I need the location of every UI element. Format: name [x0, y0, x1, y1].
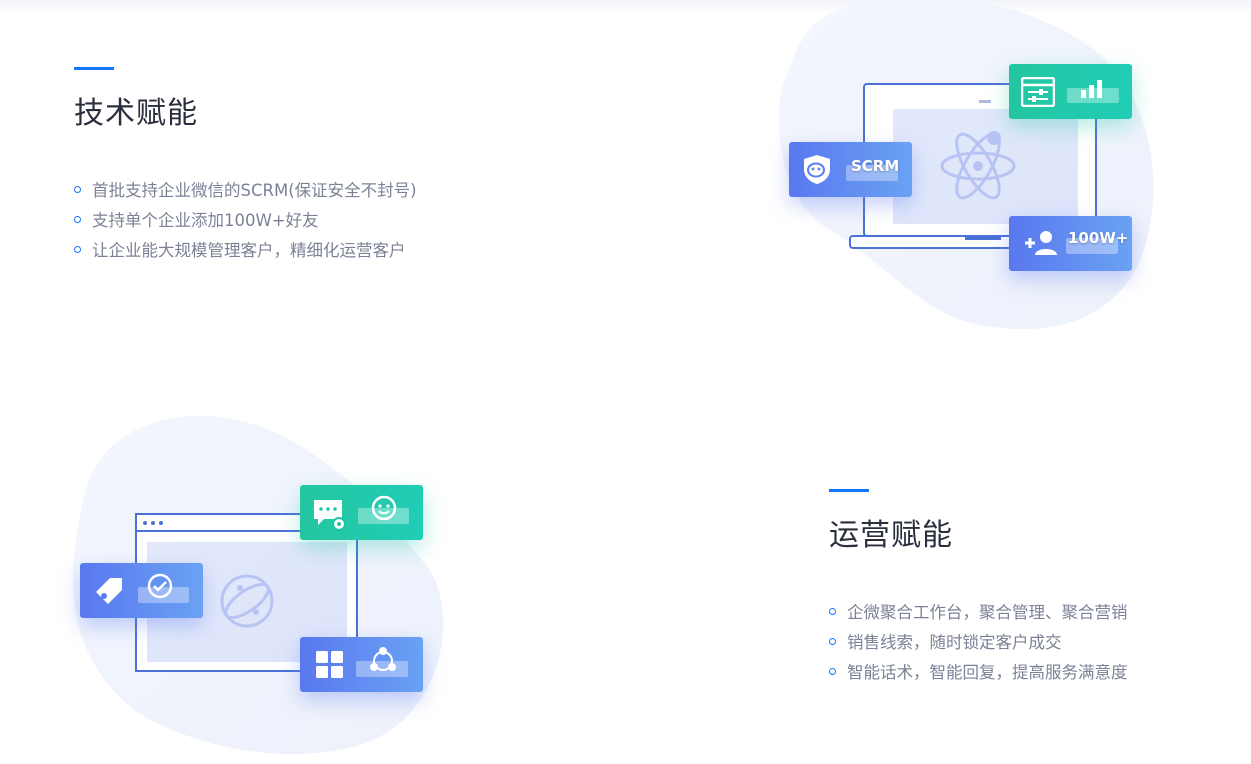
bullet-icon — [829, 607, 836, 615]
list-item: 首批支持企业微信的SCRM(保证安全不封号) — [74, 174, 417, 204]
add-user-icon — [1025, 231, 1057, 255]
list-item: 销售线索，随时锁定客户成交 — [829, 626, 1128, 656]
title-accent-bar — [74, 67, 114, 70]
friends-card: 100W+ — [1009, 216, 1132, 271]
tag-icon — [96, 578, 122, 604]
operations-empower-section: 运营赋能 企微聚合工作台，聚合管理、聚合营销 销售线索，随时锁定客户成交 智能话… — [829, 489, 1128, 686]
operations-illustration — [60, 400, 460, 764]
grid-apps-icon — [316, 651, 343, 678]
analytics-card — [1009, 64, 1132, 119]
list-item: 智能话术，智能回复，提高服务满意度 — [829, 656, 1128, 686]
bullet-icon — [74, 245, 81, 253]
scrm-card: SCRM — [789, 142, 912, 197]
title-accent-bar — [829, 489, 869, 492]
smile-icon — [371, 495, 397, 521]
list-item: 企微聚合工作台，聚合管理、聚合营销 — [829, 596, 1128, 626]
chat-card — [300, 485, 423, 540]
scrm-label: SCRM — [851, 157, 900, 175]
friends-count-label: 100W+ — [1068, 229, 1129, 247]
bullet-icon — [829, 637, 836, 645]
list-item: 支持单个企业添加100W+好友 — [74, 204, 417, 234]
bullet-icon — [74, 215, 81, 223]
tech-illustration: SCRM 100W+ — [760, 0, 1180, 340]
section-title: 技术赋能 — [74, 96, 198, 131]
wechat-shield-icon — [804, 155, 830, 184]
bullet-icon — [829, 667, 836, 675]
bullet-icon — [74, 185, 81, 193]
bar-chart-icon — [1081, 80, 1102, 98]
section-title: 运营赋能 — [829, 518, 953, 553]
settings-panel-icon — [1021, 77, 1055, 107]
apps-card — [300, 637, 423, 692]
feature-list: 首批支持企业微信的SCRM(保证安全不封号) 支持单个企业添加100W+好友 让… — [74, 174, 417, 264]
tag-card — [80, 563, 203, 618]
feature-list: 企微聚合工作台，聚合管理、聚合营销 销售线索，随时锁定客户成交 智能话术，智能回… — [829, 596, 1128, 686]
chat-settings-icon — [314, 500, 346, 531]
check-circle-icon — [147, 573, 173, 599]
list-item: 让企业能大规模管理客户，精细化运营客户 — [74, 234, 417, 264]
tech-empower-section: 技术赋能 首批支持企业微信的SCRM(保证安全不封号) 支持单个企业添加100W… — [74, 67, 417, 264]
share-network-icon — [370, 647, 396, 671]
